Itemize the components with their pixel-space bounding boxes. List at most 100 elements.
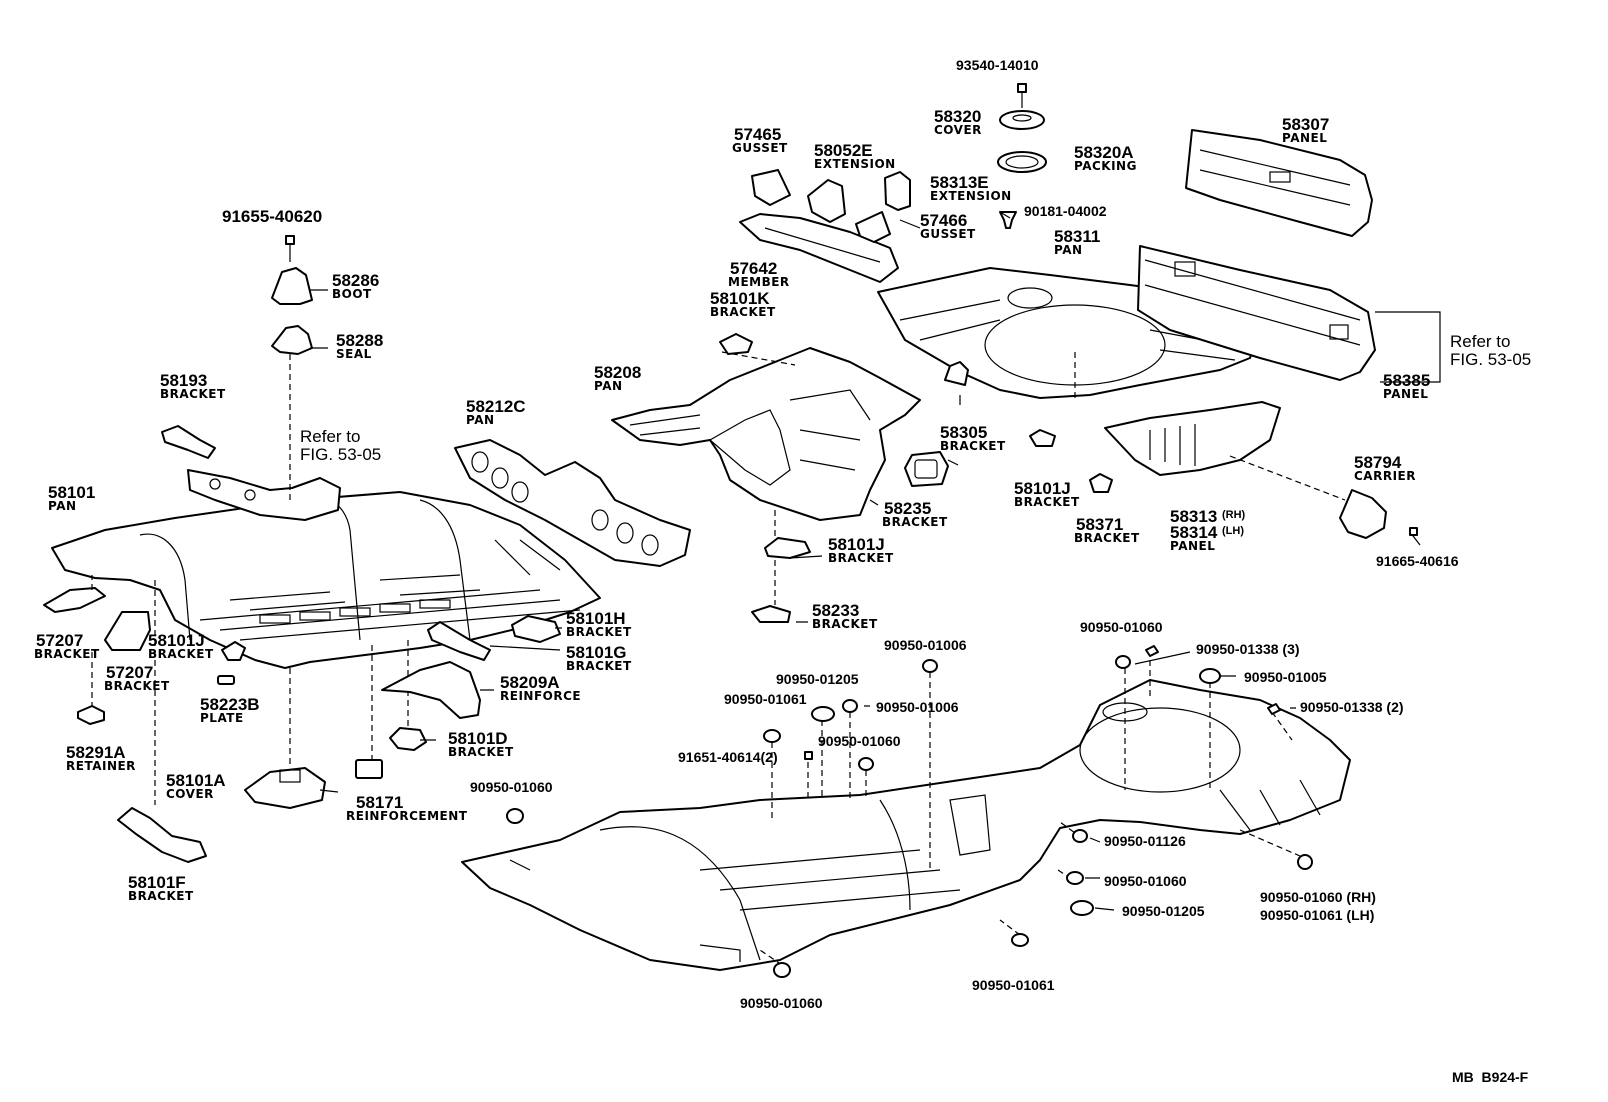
bracket-58193 xyxy=(161,425,216,459)
label-58371: 58371 xyxy=(1076,515,1123,534)
extension-58052e xyxy=(807,179,846,223)
label-57465-name: GUSSET xyxy=(732,141,788,155)
center-pan-58208 xyxy=(611,347,921,521)
label-58101j-b-name: BRACKET xyxy=(828,551,894,565)
label-58313e: 58313E xyxy=(930,173,989,192)
label-58101h: 58101H xyxy=(566,609,626,628)
cover-58320 xyxy=(999,83,1045,130)
labels: 91655-40620 58286 BOOT 58288 SEAL 58193 … xyxy=(34,57,1531,1085)
label-58101g-name: BRACKET xyxy=(566,659,632,673)
bracket-58305 xyxy=(944,361,969,386)
label-58101d: 58101D xyxy=(448,729,508,748)
label-58101j-c: 58101J xyxy=(1014,479,1071,498)
label-57466: 57466 xyxy=(920,211,967,230)
label-57207-a: 57207 xyxy=(36,631,83,650)
bracket-58101j-center xyxy=(764,537,811,559)
lower-floor-assembly xyxy=(461,679,1351,971)
label-58101k-name: BRACKET xyxy=(710,305,776,319)
label-58305-name: BRACKET xyxy=(940,439,1006,453)
label-58101j-c-name: BRACKET xyxy=(1014,495,1080,509)
label-58212c-name: PAN xyxy=(466,413,495,427)
bolt-91665 xyxy=(1409,527,1421,546)
label-58052e: 58052E xyxy=(814,141,873,160)
label-58101a-name: COVER xyxy=(166,787,214,801)
label-58101a: 58101A xyxy=(166,771,226,790)
bracket-58101h xyxy=(511,615,561,643)
label-58320-name: COVER xyxy=(934,123,982,137)
label-57465: 57465 xyxy=(734,125,781,144)
label-58794-name: CARRIER xyxy=(1354,469,1416,483)
label-58101f-name: BRACKET xyxy=(128,889,194,903)
label-58233-name: BRACKET xyxy=(812,617,878,631)
label-plug-m: 90950-01060 xyxy=(1104,873,1187,889)
bracket-58233 xyxy=(751,605,791,623)
label-58101d-name: BRACKET xyxy=(448,745,514,759)
label-58311: 58311 xyxy=(1054,227,1100,246)
label-58385: 58385 xyxy=(1383,371,1430,390)
label-58101j-a-name: BRACKET xyxy=(148,647,214,661)
label-plug-p: 90950-01061 xyxy=(972,977,1055,993)
label-58314: 58314 xyxy=(1170,523,1218,542)
seal-58288 xyxy=(271,325,313,355)
gusset-57465 xyxy=(751,169,791,206)
label-58235: 58235 xyxy=(884,499,931,518)
carrier-58794 xyxy=(1339,489,1387,539)
label-58313: 58313 xyxy=(1170,507,1217,526)
label-58101k: 58101K xyxy=(710,289,770,308)
label-91655-40620: 91655-40620 xyxy=(222,207,322,226)
label-58208-name: PAN xyxy=(594,379,623,393)
label-plug-k: 90950-01060 xyxy=(470,779,553,795)
plug-icons xyxy=(506,645,1313,978)
label-plug-d: 90950-01005 xyxy=(1244,669,1327,685)
label-58314-sub: (LH) xyxy=(1222,525,1244,537)
refer-label-right-1: Refer to xyxy=(1450,332,1510,351)
label-58291a: 58291A xyxy=(66,743,126,762)
label-57642-name: MEMBER xyxy=(728,275,790,289)
bolt-90181 xyxy=(999,211,1017,229)
label-plug-e: 90950-01205 xyxy=(776,671,859,687)
label-58193: 58193 xyxy=(160,371,207,390)
label-57207-b: 57207 xyxy=(106,663,153,682)
label-plug-h: 90950-01006 xyxy=(876,699,959,715)
label-58209a-name: REINFORCE xyxy=(500,689,581,703)
cross-member xyxy=(187,469,341,521)
bracket-57207b xyxy=(104,611,151,651)
packing-58320a xyxy=(997,151,1047,173)
bracket-58371 xyxy=(1089,473,1113,493)
diagram-id: MB B924-F xyxy=(1452,1069,1529,1085)
label-57466-name: GUSSET xyxy=(920,227,976,241)
label-58171: 58171 xyxy=(356,793,403,812)
gusset-57466 xyxy=(855,211,891,243)
bracket-58235 xyxy=(904,451,949,487)
label-58223b: 58223B xyxy=(200,695,260,714)
label-58101-name: PAN xyxy=(48,499,77,513)
label-58235-name: BRACKET xyxy=(882,515,948,529)
label-58101g: 58101G xyxy=(566,643,627,662)
panel-58307 xyxy=(1185,129,1373,237)
label-58307: 58307 xyxy=(1282,115,1329,134)
label-58291a-name: RETAINER xyxy=(66,759,136,773)
label-58320a-name: PACKING xyxy=(1074,159,1137,173)
cover-58101a xyxy=(244,767,326,809)
label-93540-14010: 93540-14010 xyxy=(956,57,1039,73)
label-58385-name: PANEL xyxy=(1383,387,1428,401)
label-58794: 58794 xyxy=(1354,453,1402,472)
label-plug-n: 90950-01205 xyxy=(1122,903,1205,919)
label-plug-c: 90950-01006 xyxy=(884,637,967,653)
label-58311-name: PAN xyxy=(1054,243,1083,257)
reinforcement-58171 xyxy=(355,759,383,779)
label-57207-a-name: BRACKET xyxy=(34,647,100,661)
retainer-58291a xyxy=(77,705,105,725)
label-58314-name: PANEL xyxy=(1170,539,1215,553)
label-57642: 57642 xyxy=(730,259,777,278)
label-plug-o-lh: 90950-01061 (LH) xyxy=(1260,907,1374,923)
bracket-58101d xyxy=(389,727,427,751)
label-58212c: 58212C xyxy=(466,397,526,416)
bracket-58101j-left xyxy=(221,641,246,661)
extension-58313e xyxy=(884,171,911,211)
label-58052e-name: EXTENSION xyxy=(814,157,896,171)
label-58288: 58288 xyxy=(336,331,383,350)
label-plug-i: 90950-01060 xyxy=(818,733,901,749)
label-plug-f: 90950-01338 (2) xyxy=(1300,699,1404,715)
